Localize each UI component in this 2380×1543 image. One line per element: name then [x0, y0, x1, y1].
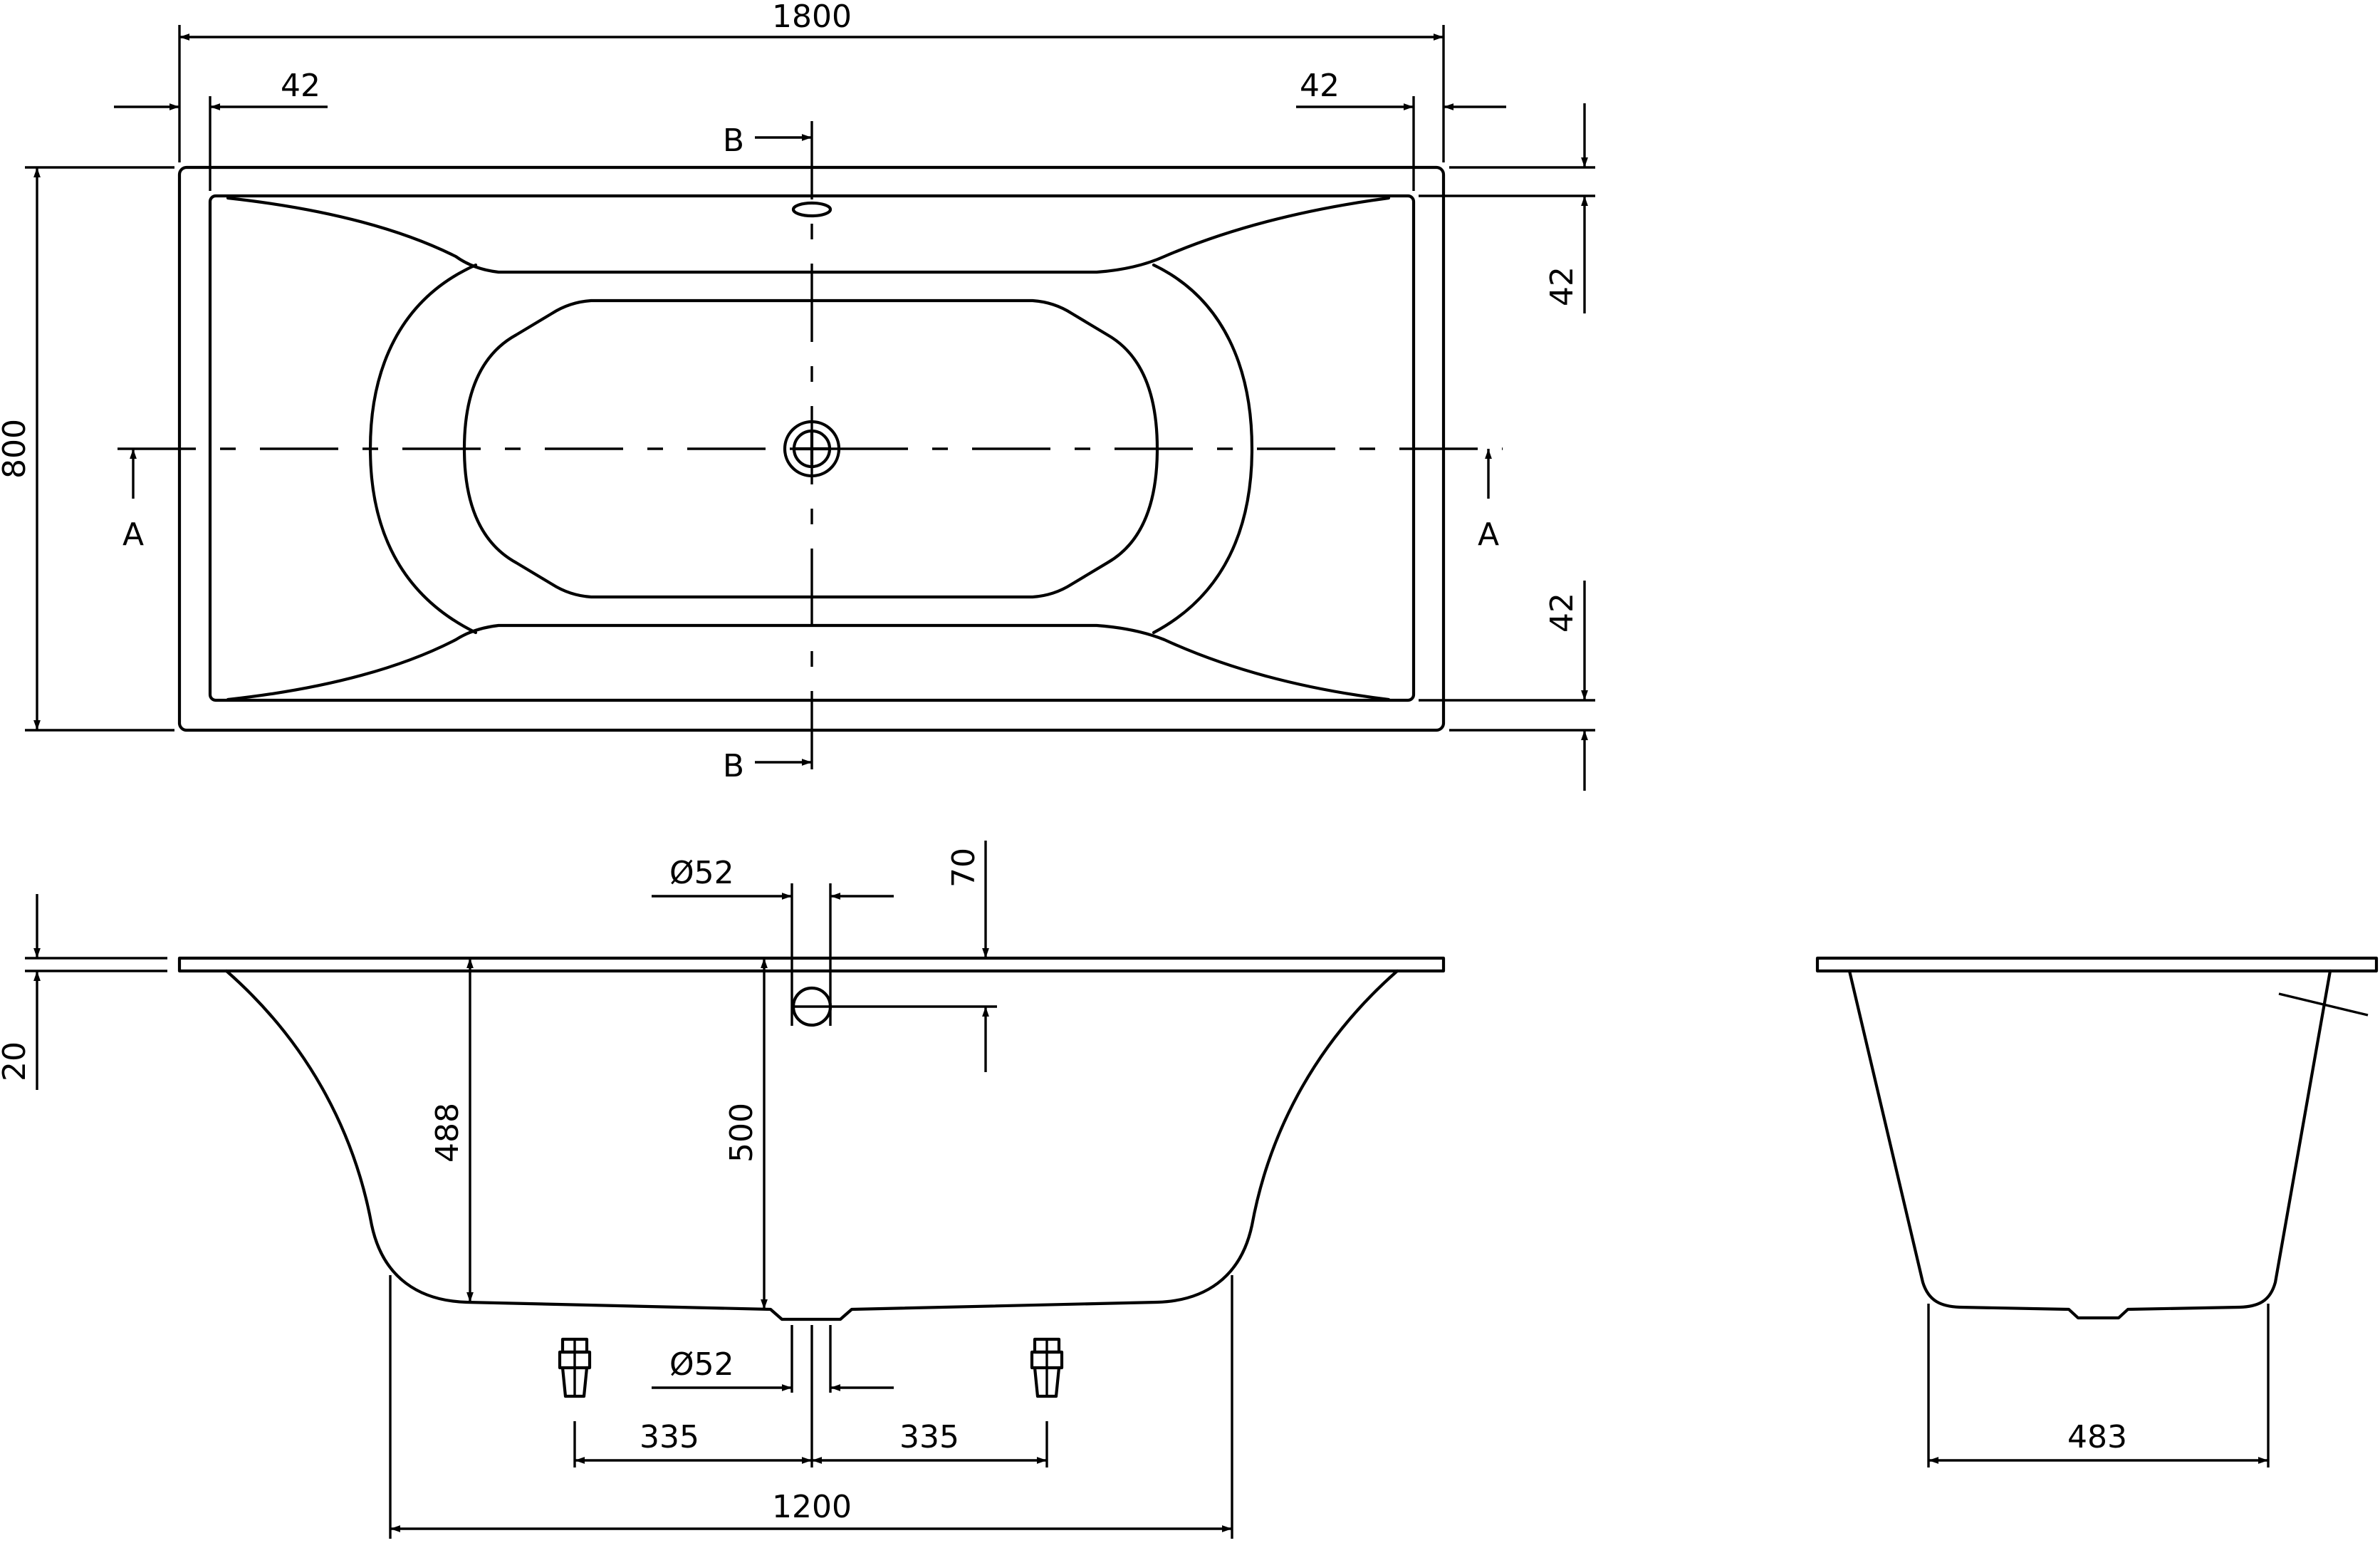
base-width-dimension-label: 483 [2067, 1419, 2127, 1455]
depth-dimension-label: 800 [0, 419, 33, 479]
width-dimension-label: 1800 [772, 0, 852, 35]
rim-thickness-dimension-label: 20 [0, 1041, 33, 1081]
overflow-diameter-dimension-label: Ø52 [669, 855, 734, 891]
overflow-hole [791, 201, 833, 218]
short-section-basin-profile [1847, 969, 2332, 1320]
section-b-bottom-label: B [723, 748, 744, 784]
rim-top-dimension-label: 42 [1544, 266, 1580, 306]
overflow-offset-dimension-label: 70 [946, 848, 982, 888]
section-a-right-label: A [1478, 516, 1499, 553]
rim-left-dimension-label: 42 [281, 68, 320, 104]
base-length-dimension-label: 1200 [772, 1489, 852, 1525]
section-a-left-label: A [122, 516, 144, 553]
depth-500-dimension-label: 500 [724, 1103, 760, 1163]
foot-left [558, 1337, 592, 1398]
foot-right [1030, 1337, 1064, 1398]
long-section-basin-profile [224, 969, 1399, 1321]
waste-diameter-dimension-label: Ø52 [669, 1346, 734, 1383]
short-section-rim [1815, 956, 2379, 973]
basin-floor-contour [462, 298, 1159, 599]
foot-left-dimension-label: 335 [640, 1419, 699, 1455]
foot-right-dimension-label: 335 [899, 1419, 959, 1455]
depth-488-dimension-label: 488 [429, 1103, 466, 1163]
rim-right-dimension-label: 42 [1300, 68, 1340, 104]
basin-outer-contour [226, 196, 1391, 702]
long-section-rim [177, 956, 1446, 973]
short-section-view: 483 [1815, 956, 2379, 1467]
section-b-top-label: B [723, 123, 744, 159]
rim-bottom-dimension-label: 42 [1544, 593, 1580, 633]
break-line [2278, 992, 2369, 1017]
long-section-view: 20 70 Ø52 488 500 Ø52 [0, 841, 1446, 1539]
plan-view: A A B B 1800 42 42 800 42 [0, 0, 1595, 791]
basin-wall-right [1152, 263, 1254, 635]
